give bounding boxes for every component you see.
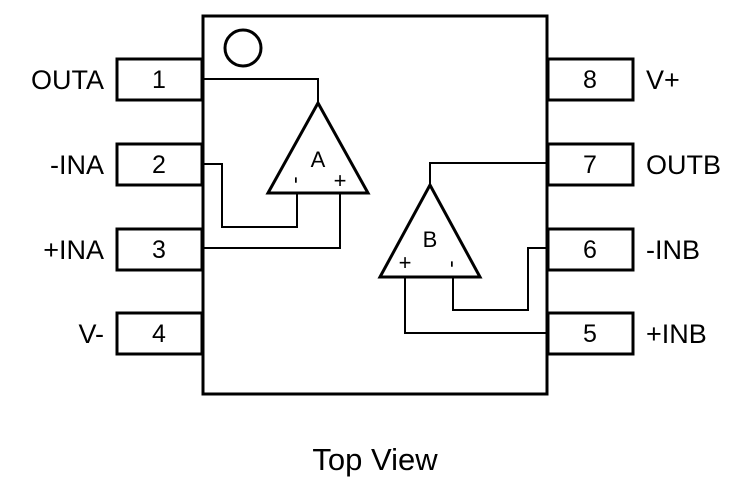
package-body (201, 14, 549, 396)
pin-1-number: 1 (152, 66, 166, 94)
wire-plus-ina (203, 193, 341, 249)
opamp-a-plus-sign: + (334, 168, 347, 193)
pin-7-name: OUTB (646, 150, 721, 180)
opamp-b-triangle (377, 181, 483, 279)
pin-1-name: OUTA (31, 65, 104, 95)
pin-2-box (115, 142, 204, 187)
opamp-a-label: A (311, 147, 326, 172)
pin-5-number: 5 (583, 320, 597, 348)
wire-minus-ina (203, 163, 298, 228)
wire-plus-inb (404, 277, 548, 334)
caption: Top View (312, 442, 438, 477)
pin-7-number: 7 (583, 151, 597, 179)
pin-3-box (115, 227, 204, 272)
wire-minus-inb (452, 247, 548, 311)
pin-8-box (546, 57, 635, 102)
pin-1-box (115, 57, 204, 102)
pin-8-number: 8 (583, 66, 597, 94)
pin-6-name: -INB (646, 235, 700, 265)
opamp-a-minus-sign: - (285, 176, 310, 183)
opamp-b-plus-sign: + (399, 250, 412, 275)
pin-5-name: +INB (646, 319, 707, 349)
wire-outa (203, 78, 319, 103)
pin-4-box (115, 311, 204, 356)
pin-4-number: 4 (152, 320, 166, 348)
opamp-a-triangle (265, 99, 371, 195)
wire-outb (429, 162, 548, 185)
pin-7-box (546, 142, 635, 187)
pin1-indicator-circle (223, 28, 263, 68)
opamp-b-minus-sign: - (441, 260, 466, 267)
pin-3-number: 3 (152, 236, 166, 264)
pin-8-name: V+ (646, 65, 680, 95)
pin-2-name: -INA (50, 150, 104, 180)
pin-3-name: +INA (43, 235, 104, 265)
pin-2-number: 2 (152, 151, 166, 179)
pin-6-number: 6 (583, 236, 597, 264)
opamp-b-label: B (423, 227, 438, 252)
pin-6-box (546, 227, 635, 272)
pin-4-name: V- (78, 319, 104, 349)
